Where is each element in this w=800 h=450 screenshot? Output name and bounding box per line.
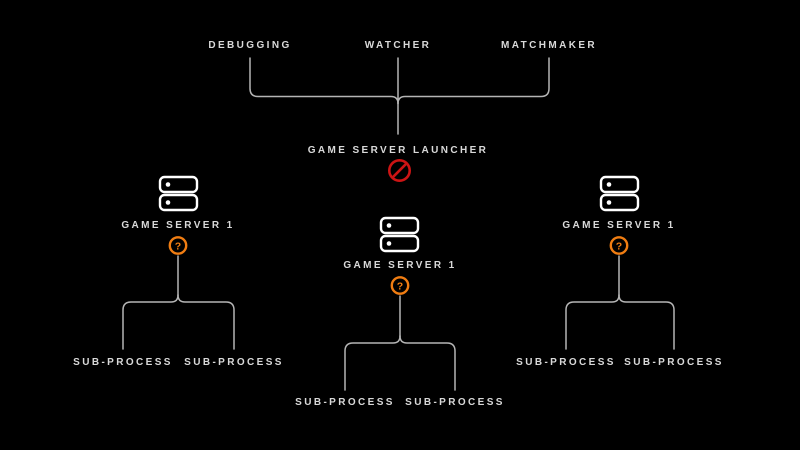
prohibited-icon-circle bbox=[387, 159, 411, 183]
node-label-subprocess: SUB-PROCESS bbox=[405, 397, 505, 408]
node-label-debugging: DEBUGGING bbox=[208, 40, 291, 51]
connector-left-subprocess-1 bbox=[122, 294, 179, 350]
server-rack-icon-left bbox=[158, 175, 199, 212]
connector-matchmaker-to-launcher bbox=[397, 57, 550, 105]
server-rack-bay-bottom bbox=[599, 193, 640, 212]
question-icon-glyph-right: ? bbox=[616, 240, 622, 252]
node-label-subprocess: SUB-PROCESS bbox=[624, 357, 724, 368]
server-rack-bay-top bbox=[599, 175, 640, 194]
question-icon-circle bbox=[390, 276, 410, 295]
question-icon-glyph-left: ? bbox=[175, 240, 181, 252]
prohibited-icon bbox=[387, 159, 411, 183]
question-icon-glyph-center: ? bbox=[397, 280, 403, 292]
node-label-matchmaker: MATCHMAKER bbox=[501, 40, 597, 51]
server-rack-icon-right bbox=[599, 175, 640, 212]
server-rack-led-top bbox=[165, 182, 171, 187]
node-label-subprocess: SUB-PROCESS bbox=[516, 357, 616, 368]
server-rack-bay-bottom bbox=[379, 234, 420, 253]
node-label-game-server-left: GAME SERVER 1 bbox=[121, 220, 234, 231]
connector-center-subprocess-2 bbox=[399, 335, 456, 391]
connector-left-subprocess-2 bbox=[177, 294, 235, 350]
connector-debugging-to-launcher bbox=[249, 57, 399, 105]
question-icon-right bbox=[609, 236, 629, 255]
node-label-watcher: WATCHER bbox=[365, 40, 432, 51]
node-label-subprocess: SUB-PROCESS bbox=[184, 357, 284, 368]
connector-center-subprocess-1 bbox=[344, 335, 401, 391]
server-rack-icon-center bbox=[379, 216, 420, 253]
server-rack-led-bottom bbox=[165, 200, 171, 205]
question-icon-circle bbox=[609, 236, 629, 255]
node-label-subprocess: SUB-PROCESS bbox=[73, 357, 173, 368]
server-rack-bay-top bbox=[379, 216, 420, 235]
question-icon-left bbox=[168, 236, 188, 255]
server-rack-bay-bottom bbox=[158, 193, 199, 212]
server-rack-led-bottom bbox=[606, 200, 612, 205]
node-label-game-server-right: GAME SERVER 1 bbox=[562, 220, 675, 231]
server-rack-led-top bbox=[606, 182, 612, 187]
server-rack-bay-top bbox=[158, 175, 199, 194]
connector-right-subprocess-1 bbox=[565, 294, 620, 350]
node-label-subprocess: SUB-PROCESS bbox=[295, 397, 395, 408]
question-icon-center bbox=[390, 276, 410, 295]
prohibited-icon-slash bbox=[392, 163, 407, 178]
node-label-game-server-center: GAME SERVER 1 bbox=[343, 260, 456, 271]
connector-right-subprocess-2 bbox=[618, 294, 675, 350]
server-rack-led-top bbox=[386, 223, 392, 228]
server-rack-led-bottom bbox=[386, 241, 392, 246]
question-icon-circle bbox=[168, 236, 188, 255]
node-label-game-server-launcher: GAME SERVER LAUNCHER bbox=[308, 145, 489, 156]
